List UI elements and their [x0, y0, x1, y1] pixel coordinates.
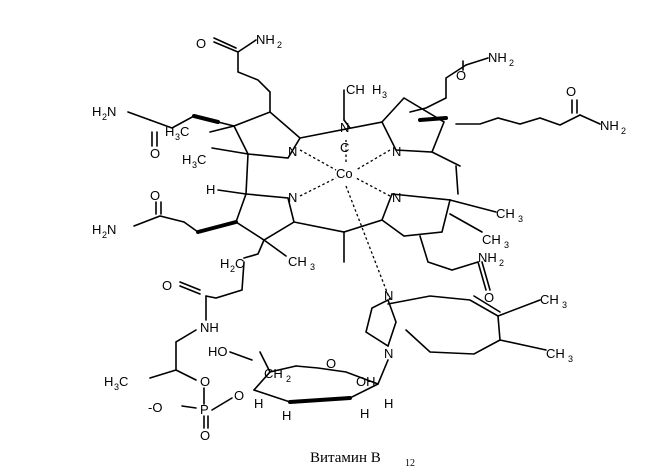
atom-labels: O NH 2 O NH 2 O NH 2 H 2 N O H 3 C CH H …: [92, 32, 626, 443]
label-CH3: CH: [288, 254, 307, 269]
label-sub: 3: [310, 262, 315, 272]
label-sub: 3: [114, 382, 119, 392]
label-Co: Co: [336, 166, 353, 181]
bond-lines: [127, 37, 601, 429]
label-O: O: [456, 68, 466, 83]
label-O: O: [200, 374, 210, 389]
label-sub: 2: [286, 374, 291, 384]
wedge-bonds: [192, 114, 448, 404]
label-H: H: [206, 182, 215, 197]
label-C: C: [235, 256, 244, 271]
label-sub: 3: [504, 240, 509, 250]
label-sub: 2: [509, 58, 514, 68]
label-NH2: NH: [478, 250, 497, 265]
label-CH3: CH: [496, 206, 515, 221]
label-O: O: [150, 188, 160, 203]
label-H: H: [282, 408, 291, 423]
label-CH3: CH: [346, 82, 365, 97]
label-C: C: [119, 374, 128, 389]
label-H: H: [360, 406, 369, 421]
label-C: C: [180, 124, 189, 139]
label-CH3: CH: [482, 232, 501, 247]
label-O: O: [162, 278, 172, 293]
label-sub: 3: [175, 132, 180, 142]
label-sub: 2: [230, 264, 235, 274]
label-CH3: CH: [546, 346, 565, 361]
label-O-minus: -O: [148, 400, 162, 415]
label-CN-C: C: [340, 140, 349, 155]
figure-caption: Витамин B 12: [310, 450, 415, 469]
label-NH2: NH: [600, 118, 619, 133]
caption-main: Витамин B: [310, 450, 381, 466]
label-C: C: [197, 152, 206, 167]
label-O: O: [150, 146, 160, 161]
label-H: H: [254, 396, 263, 411]
label-H3C: H: [165, 124, 174, 139]
label-CH3: CH: [540, 292, 559, 307]
label-P: P: [200, 402, 209, 417]
label-O: O: [566, 84, 576, 99]
label-N: N: [107, 222, 116, 237]
label-sub: 3: [192, 160, 197, 170]
label-CH2: CH: [264, 366, 283, 381]
label-sub: 3: [518, 214, 523, 224]
label-N: N: [392, 190, 401, 205]
label-O: O: [200, 428, 210, 443]
label-sub: 3: [562, 300, 567, 310]
label-NH2: NH: [488, 50, 507, 65]
caption-subscript: 12: [405, 458, 415, 469]
label-H2C: H: [220, 256, 229, 271]
label-NH2: NH: [256, 32, 275, 47]
label-sub: 3: [568, 354, 573, 364]
label-O: O: [234, 388, 244, 403]
label-NH: NH: [200, 320, 219, 335]
coordination-bonds: [299, 140, 391, 301]
label-N: N: [392, 144, 401, 159]
label-O: O: [196, 36, 206, 51]
label-sub: 2: [621, 126, 626, 136]
label-N: N: [107, 104, 116, 119]
label-H2N: H: [92, 222, 101, 237]
label-H: H: [384, 396, 393, 411]
label-H3C: H: [182, 152, 191, 167]
label-O: O: [326, 356, 336, 371]
label-O: O: [484, 290, 494, 305]
label-OH: OH: [356, 374, 376, 389]
label-N: N: [384, 288, 393, 303]
label-N: N: [288, 144, 297, 159]
label-N: N: [384, 346, 393, 361]
label-CN-N: N: [340, 120, 349, 135]
label-sub: 2: [102, 112, 107, 122]
label-sub: 2: [277, 40, 282, 50]
label-sub: 2: [102, 230, 107, 240]
label-H2N: H: [92, 104, 101, 119]
label-HO: HO: [208, 344, 228, 359]
label-sub: 2: [499, 258, 504, 268]
label-sub: 3: [382, 90, 387, 100]
label-H3C: H: [104, 374, 113, 389]
label-N: N: [288, 190, 297, 205]
label-H3C: H: [372, 82, 381, 97]
